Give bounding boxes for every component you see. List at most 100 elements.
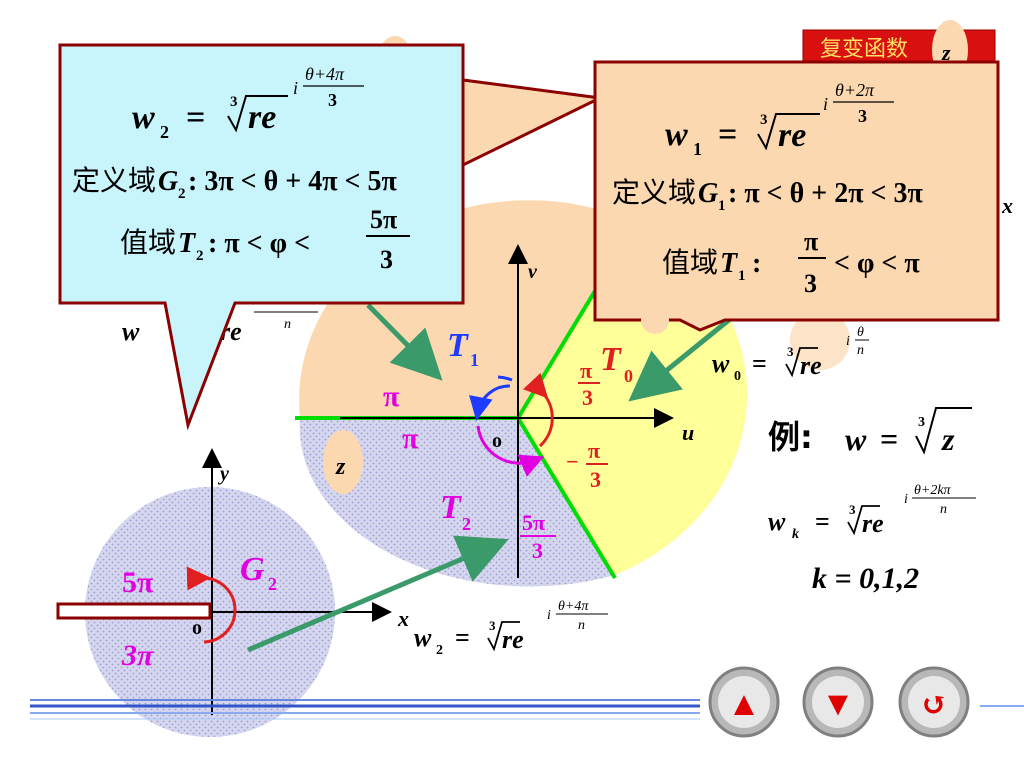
t2-subscript: 2 <box>462 514 471 534</box>
cw2-range-expr: : π < φ < <box>208 228 310 259</box>
w0-sub: 0 <box>734 369 741 384</box>
cw1-range-label: 值域 <box>662 246 718 279</box>
x-axis-label: x <box>397 606 409 631</box>
cw2-range-sub: 2 <box>196 248 204 264</box>
t0-label: T <box>600 341 622 378</box>
ray-minus-pi-over-3 <box>516 416 617 580</box>
t1-subscript: 1 <box>470 350 479 370</box>
w0-exp-num: θ <box>857 325 864 340</box>
cw1-range-t: T <box>720 248 739 279</box>
w0-radical <box>785 347 818 378</box>
w2s-radical <box>487 621 520 652</box>
wk-re: re <box>862 509 884 538</box>
example-w: w <box>845 421 867 457</box>
footer-stripes <box>30 699 1024 720</box>
example-root-index: 3 <box>918 415 925 430</box>
w2-small-formula: w 2 = 3 re i θ+4π n <box>414 599 608 658</box>
angle-pos-num: π <box>580 358 592 383</box>
w0-formula: w 0 = 3 re i θ n <box>712 310 869 384</box>
angle-neg-num: π <box>588 438 600 463</box>
cw2-equals: = <box>186 99 205 136</box>
wk-w: w <box>768 507 786 536</box>
w2s-exp-den: n <box>578 618 585 633</box>
cw2-re: re <box>248 99 276 136</box>
w0-equals: = <box>752 349 767 378</box>
z-badge-w-plane-label: z <box>335 454 346 480</box>
cw1-exp-den: 3 <box>858 106 867 126</box>
wk-root-index: 3 <box>849 502 856 517</box>
cw1-range-expr: < φ < π <box>834 248 920 279</box>
w2s-re: re <box>502 625 524 654</box>
back-button[interactable]: ↺ <box>898 666 970 738</box>
cw2-range-label: 值域 <box>120 226 176 259</box>
angle-neg-den: 3 <box>590 467 601 492</box>
wk-exp-den: n <box>940 502 947 517</box>
prev-button[interactable]: ▲ <box>708 666 780 738</box>
angle-pos-den: 3 <box>582 385 593 410</box>
cw2-range-den: 3 <box>380 245 393 274</box>
example-label: 例: <box>768 418 813 456</box>
example-equals: = <box>880 421 898 457</box>
w2s-root-index: 3 <box>489 618 496 633</box>
cw1-re: re <box>778 117 806 154</box>
example-formula: 例: w = 3 z <box>768 407 972 457</box>
arc-g2-red <box>186 566 237 644</box>
next-button[interactable]: ▼ <box>802 666 874 738</box>
w-origin-label: o <box>492 430 502 452</box>
k-values: k = 0,1,2 <box>812 562 919 595</box>
arc-t0-red <box>522 372 554 448</box>
w0-bg-blob <box>790 310 850 370</box>
pi-bottom-label: π <box>402 422 419 455</box>
cw1-w: w <box>665 116 688 153</box>
cw1-domain-label: 定义域 <box>612 176 696 209</box>
cw2-range-t: T <box>178 228 197 259</box>
cw2-radical <box>227 95 288 133</box>
wk-radical <box>847 505 880 536</box>
cw1-range-den: 3 <box>804 269 817 298</box>
callout-w1-box <box>593 60 1000 332</box>
wp-exp-den: n <box>284 317 291 332</box>
pi-top-label: π <box>383 380 400 413</box>
map-arrow-to-t1 <box>366 303 443 381</box>
t2-label: T <box>440 489 462 526</box>
callout-w1: w 1 = 3 re i θ+2π 3 定义域 G 1 : π < θ + 2π… <box>593 60 1000 334</box>
cw2-exp-den: 3 <box>328 90 337 110</box>
wk-sub: k <box>792 527 799 542</box>
cw2-root-index: 3 <box>230 94 238 110</box>
wk-equals: = <box>815 507 830 536</box>
w0-re: re <box>800 351 822 380</box>
header-title: 复变函数 <box>820 37 908 62</box>
z-origin-label: o <box>192 617 202 639</box>
cw2-exp-i: i <box>293 78 298 98</box>
cw2-w: w <box>132 99 155 136</box>
w2s-equals: = <box>455 623 470 652</box>
w2s-exp-num: θ+4π <box>558 599 589 614</box>
angle-5pi-den: 3 <box>532 538 543 563</box>
return-icon: ↺ <box>921 686 948 722</box>
w0-w: w <box>712 349 730 378</box>
arc-t1-blue <box>469 384 511 421</box>
cw2-domain-g: G <box>158 166 178 197</box>
wk-exp-num: θ+2kπ <box>914 483 952 498</box>
label-3pi: 3π <box>121 639 154 672</box>
z-badge-label: z <box>941 40 951 65</box>
cw2-exp-num: θ+4π <box>305 64 345 84</box>
cw1-range-colon: : <box>752 248 761 279</box>
cw1-range-num: π <box>804 227 818 256</box>
z-badge-w-plane <box>323 430 363 494</box>
arc-t1-blue-top <box>497 375 513 382</box>
cw1-radical <box>757 113 820 151</box>
w2s-w: w <box>414 623 432 652</box>
w0-exp-i: i <box>846 334 850 349</box>
cw1-range-sub: 1 <box>738 268 746 284</box>
cw2-domain-label: 定义域 <box>72 164 156 197</box>
v-axis-label: v <box>528 261 538 283</box>
w0-exp-den: n <box>857 343 864 358</box>
callout-w1-bg-blob <box>641 306 669 334</box>
w0-root-index: 3 <box>787 344 794 359</box>
up-arrow-icon: ▲ <box>727 686 761 723</box>
label-5pi: 5π <box>122 566 154 599</box>
cw1-exp-i: i <box>823 94 828 114</box>
cw1-domain-sub: 1 <box>718 198 726 214</box>
